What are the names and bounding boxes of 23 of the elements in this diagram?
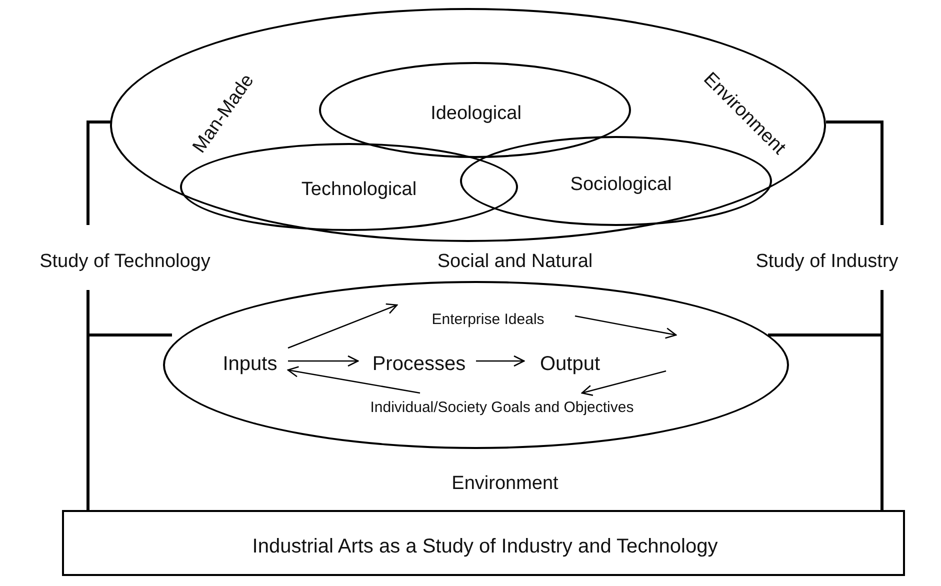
environment-ellipse bbox=[110, 8, 826, 242]
region-label: Environment bbox=[452, 473, 558, 495]
ideological-ellipse bbox=[319, 62, 631, 158]
ellipse-label: Technological bbox=[301, 179, 417, 201]
arrow bbox=[581, 370, 666, 396]
empty-ellipse bbox=[163, 281, 789, 449]
arrow bbox=[574, 315, 677, 339]
node-label: Industrial Arts as a Study of Industry and Technology bbox=[252, 536, 718, 558]
arrow bbox=[287, 366, 420, 394]
title-box bbox=[62, 510, 905, 576]
arrow bbox=[288, 355, 359, 367]
flow-step-label: Processes bbox=[360, 350, 478, 378]
side-label: Study of Technology bbox=[40, 251, 210, 273]
arrow bbox=[288, 303, 398, 349]
ellipse-label: Ideological bbox=[430, 103, 522, 125]
flow-step-label: Output bbox=[526, 350, 614, 378]
region-label: Social and Natural bbox=[437, 251, 593, 273]
arrow bbox=[476, 355, 525, 367]
ellipse-label: Sociological bbox=[570, 174, 672, 196]
cycle-label: Enterprise Ideals bbox=[399, 307, 577, 331]
cycle-label: Individual/Society Goals and Objectives bbox=[312, 395, 692, 419]
side-label: Study of Industry bbox=[756, 251, 898, 273]
flow-step-label: Inputs bbox=[210, 350, 290, 378]
